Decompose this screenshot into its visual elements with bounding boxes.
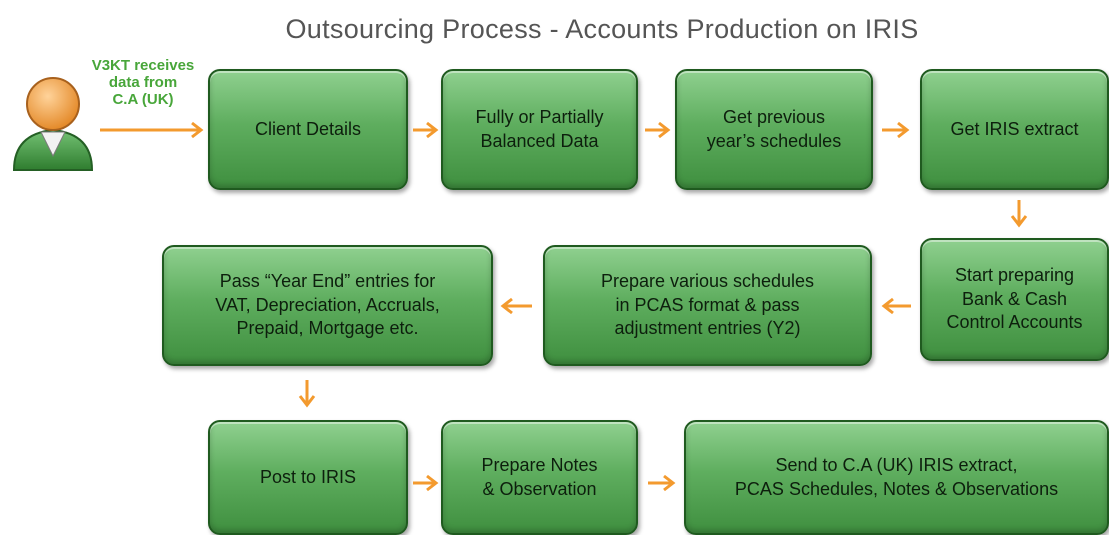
arrow-down-icon: [298, 380, 316, 408]
step-label: Prepare Notes & Observation: [481, 455, 598, 499]
step-send-to-ca: Send to C.A (UK) IRIS extract, PCAS Sche…: [684, 420, 1109, 535]
step-label: Pass “Year End” entries for VAT, Depreci…: [215, 271, 440, 339]
step-post-iris: Post to IRIS: [208, 420, 408, 535]
step-notes-observation: Prepare Notes & Observation: [441, 420, 638, 535]
step-label: Get previous year’s schedules: [706, 107, 842, 151]
step-label: Client Details: [254, 118, 362, 139]
step-label: Start preparing Bank & Cash Control Acco…: [946, 265, 1083, 333]
step-client-details: Client Details: [208, 69, 408, 190]
arrow-right-icon: [413, 474, 439, 492]
source-label: V3KT receives data from C.A (UK): [91, 57, 195, 108]
arrow-left-icon: [881, 297, 911, 315]
step-iris-extract: Get IRIS extract: [920, 69, 1109, 190]
arrow-right-icon: [882, 121, 910, 139]
step-previous-schedules: Get previous year’s schedules: [675, 69, 873, 190]
step-label: Get IRIS extract: [950, 118, 1079, 139]
step-label: Post to IRIS: [259, 466, 357, 487]
arrow-right-icon: [648, 474, 676, 492]
diagram-title: Outsourcing Process - Accounts Productio…: [285, 14, 919, 44]
arrow-right-icon: [413, 121, 439, 139]
step-balanced-data: Fully or Partially Balanced Data: [441, 69, 638, 190]
step-year-end-entries: Pass “Year End” entries for VAT, Depreci…: [162, 245, 493, 366]
step-pcas-schedules: Prepare various schedules in PCAS format…: [543, 245, 872, 366]
step-bank-cash: Start preparing Bank & Cash Control Acco…: [920, 238, 1109, 361]
step-label: Prepare various schedules in PCAS format…: [600, 271, 815, 339]
arrow-right-icon: [100, 121, 204, 139]
step-label: Fully or Partially Balanced Data: [475, 107, 604, 151]
arrow-down-icon: [1010, 200, 1028, 228]
person-icon: [12, 77, 94, 171]
arrow-left-icon: [500, 297, 532, 315]
arrow-right-icon: [645, 121, 671, 139]
step-label: Send to C.A (UK) IRIS extract, PCAS Sche…: [734, 455, 1059, 499]
